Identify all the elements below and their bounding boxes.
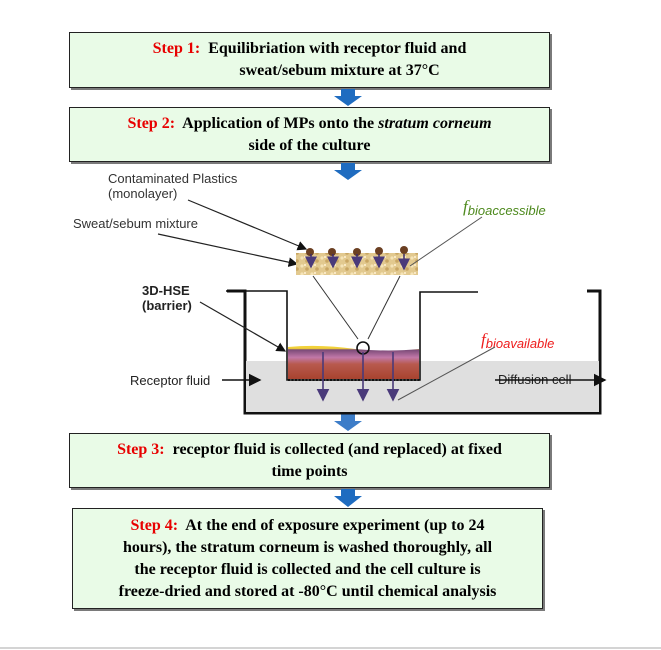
- flow-arrow-3-icon: [334, 414, 362, 431]
- label-receptor-fluid: Receptor fluid: [130, 373, 210, 388]
- microplastic-particles: [305, 246, 410, 271]
- step-4-text-1: At the end of exposure experiment (up to…: [185, 516, 485, 534]
- step-3-label: Step 3:: [117, 440, 165, 458]
- step-4-text-4: freeze-dried and stored at -80°C until c…: [118, 582, 497, 600]
- step-1-line-1: Step 1: Equilibriation with receptor flu…: [153, 38, 467, 60]
- label-sweat-sebum: Sweat/sebum mixture: [73, 216, 198, 231]
- flow-arrow-4-icon: [334, 489, 362, 507]
- step-2-label: Step 2:: [127, 114, 176, 132]
- pointer-bioavailable: [397, 346, 496, 401]
- 3d-hse-tissue: [288, 345, 419, 379]
- step-1-text-1: Equilibriation with receptor fluid and: [208, 40, 467, 57]
- step-4-text-3: the receptor fluid is collected and the …: [134, 560, 481, 578]
- step-2-italic-term: stratum corneum: [378, 114, 492, 132]
- step-1-text-2: sweat/sebum mixture at 37°C: [239, 62, 440, 79]
- exposure-site-marker: [356, 341, 370, 355]
- step-2-text-2: side of the culture: [248, 136, 371, 154]
- step-1-box: Step 1: Equilibriation with receptor flu…: [69, 32, 550, 88]
- step-2-text-1: Application of MPs onto the: [182, 114, 379, 132]
- step-4-label: Step 4:: [130, 516, 179, 534]
- diffusion-cell: [226, 289, 602, 415]
- step-3-line-1: Step 3: receptor fluid is collected (and…: [117, 439, 502, 461]
- label-3d-hse: 3D-HSE: [142, 283, 190, 298]
- step-3-text-1: receptor fluid is collected (and replace…: [172, 440, 502, 458]
- step-2-box: Step 2: Application of MPs onto the stra…: [69, 107, 550, 162]
- step-4-text-2: hours), the stratum corneum is washed th…: [122, 538, 493, 556]
- label-monolayer: (monolayer): [108, 186, 177, 201]
- label-f-bioavailable: fbioavailable: [481, 330, 554, 351]
- step-1-label: Step 1:: [152, 40, 201, 57]
- bottom-divider: [0, 647, 661, 649]
- pointer-sweat: [157, 233, 299, 267]
- sweat-sebum-layer: [296, 253, 418, 275]
- label-contaminated-plastics: Contaminated Plastics: [108, 171, 238, 186]
- step-3-text-2: time points: [271, 462, 348, 480]
- pointer-bioaccessible: [409, 216, 483, 267]
- pointer-3d-hse: [199, 301, 287, 352]
- label-barrier: (barrier): [142, 298, 192, 313]
- label-diffusion-cell: Diffusion cell: [498, 372, 572, 387]
- pointer-plastics: [187, 199, 308, 251]
- flow-arrow-1-icon: [334, 89, 362, 106]
- step-2-line-1: Step 2: Application of MPs onto the stra…: [127, 113, 491, 135]
- flow-arrow-2-icon: [334, 163, 362, 180]
- step-4-line-1: Step 4: At the end of exposure experimen…: [131, 515, 485, 537]
- step-3-box: Step 3: receptor fluid is collected (and…: [69, 433, 550, 488]
- step-4-box: Step 4: At the end of exposure experimen…: [72, 508, 543, 609]
- label-f-bioaccessible: fbioaccessible: [463, 197, 546, 218]
